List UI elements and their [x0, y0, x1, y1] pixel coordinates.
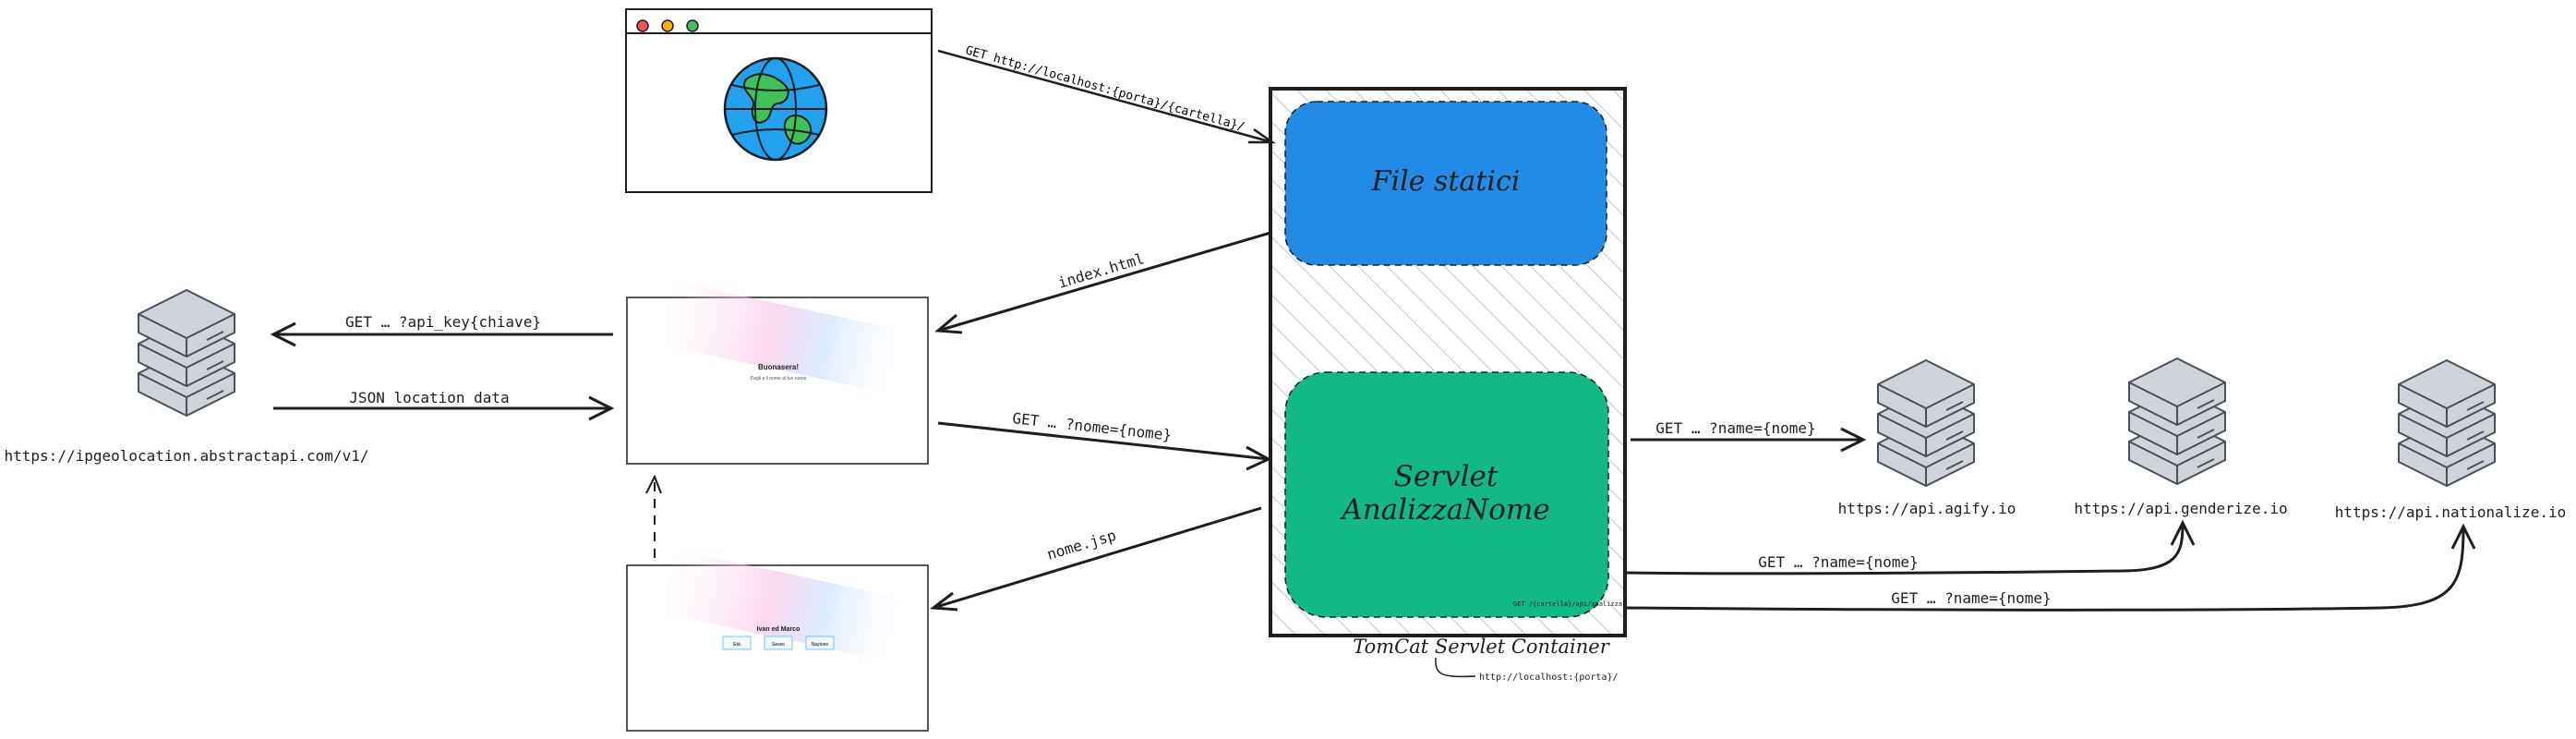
index-thumb-subtitle: Dagli a il nome al tuo nome	[751, 376, 807, 382]
nome-thumb-button-eta: Età	[733, 642, 740, 648]
nome-response-label: nome.jsp	[1045, 527, 1118, 563]
agify-url: https://api.agify.io	[1838, 500, 2016, 517]
agify-server: https://api.agify.io	[1838, 358, 2016, 517]
genderize-url: https://api.genderize.io	[2074, 500, 2287, 517]
genderize-request-arrow: GET … ?name={nome}	[1625, 519, 2196, 575]
window-minimize-dot-icon	[661, 19, 674, 32]
globe-icon	[723, 56, 828, 162]
servlet-label-line1: Servlet	[1394, 460, 1499, 493]
index-page-thumbnail: Buonasera! Dagli a il nome al tuo nome	[626, 281, 929, 465]
static-files-label: File statici	[1371, 165, 1521, 198]
index-response-label: index.html	[1056, 249, 1147, 292]
tomcat-container: File statici Servlet AnalizzaNome GET /{…	[1269, 87, 1627, 683]
geolocation-url: https://ipgeolocation.abstractapi.com/v1…	[5, 447, 369, 465]
genderize-request-label: GET … ?name={nome}	[1758, 553, 1918, 571]
nome-response-arrow: nome.jsp	[929, 506, 1262, 612]
geo-request-arrow: GET … ?api_key{chiave}	[270, 313, 613, 347]
nome-thumb-buttons: Età Sesso Nazione	[722, 636, 835, 650]
index-thumb-title: Buonasera!	[758, 363, 799, 371]
nome-thumb-button-nazione: Nazione	[812, 642, 829, 648]
servlet-path-label: GET /{cartella}/api/analizza	[1513, 600, 1622, 608]
geo-request-label: GET … ?api_key{chiave}	[345, 313, 541, 331]
nome-thumb-title: Ivan ed Marco	[757, 626, 800, 633]
index-response-arrow: index.html	[934, 231, 1271, 334]
window-close-dot-icon	[636, 19, 649, 32]
nationalize-server: https://api.nationalize.io	[2335, 358, 2566, 521]
nome-thumb-button-sesso: Sesso	[772, 642, 785, 648]
nationalize-request-label: GET … ?name={nome}	[1891, 589, 2051, 607]
agify-request-arrow: GET … ?name={nome}	[1631, 419, 1867, 453]
nome-page-thumbnail: Ivan ed Marco Età Sesso Nazione	[626, 549, 929, 732]
servlet-label-line2: AnalizzaNome	[1339, 493, 1549, 527]
nationalize-request-arrow: GET … ?name={nome}	[1625, 523, 2476, 612]
agify-request-label: GET … ?name={nome}	[1655, 419, 1815, 437]
geo-response-arrow: JSON location data	[273, 389, 615, 421]
tomcat-url-connector	[1435, 657, 1476, 678]
server-icon	[1877, 358, 1975, 488]
server-icon	[2398, 358, 2496, 488]
geolocation-server: https://ipgeolocation.abstractapi.com/v1…	[5, 288, 369, 465]
browser-request-arrow: GET http://localhost:{porta}/{cartella}/	[937, 43, 1276, 144]
nome-to-index-dashed-arrow	[645, 474, 662, 558]
browser-request-label: GET http://localhost:{porta}/{cartella}/	[964, 43, 1246, 134]
tomcat-url: http://localhost:{porta}/	[1479, 672, 1619, 683]
servlet-request-arrow: GET … ?nome={nome}	[937, 409, 1272, 471]
genderize-server: https://api.genderize.io	[2074, 357, 2288, 517]
server-icon	[2128, 357, 2226, 486]
servlet-box: Servlet AnalizzaNome GET /{cartella}/api…	[1284, 371, 1622, 618]
geo-response-label: JSON location data	[349, 389, 509, 406]
nationalize-url: https://api.nationalize.io	[2335, 503, 2566, 521]
server-icon	[138, 288, 235, 418]
window-maximize-dot-icon	[686, 19, 699, 32]
tomcat-title: TomCat Servlet Container	[1353, 636, 1610, 658]
static-files-box: File statici	[1284, 101, 1607, 266]
browser-window	[625, 8, 933, 193]
